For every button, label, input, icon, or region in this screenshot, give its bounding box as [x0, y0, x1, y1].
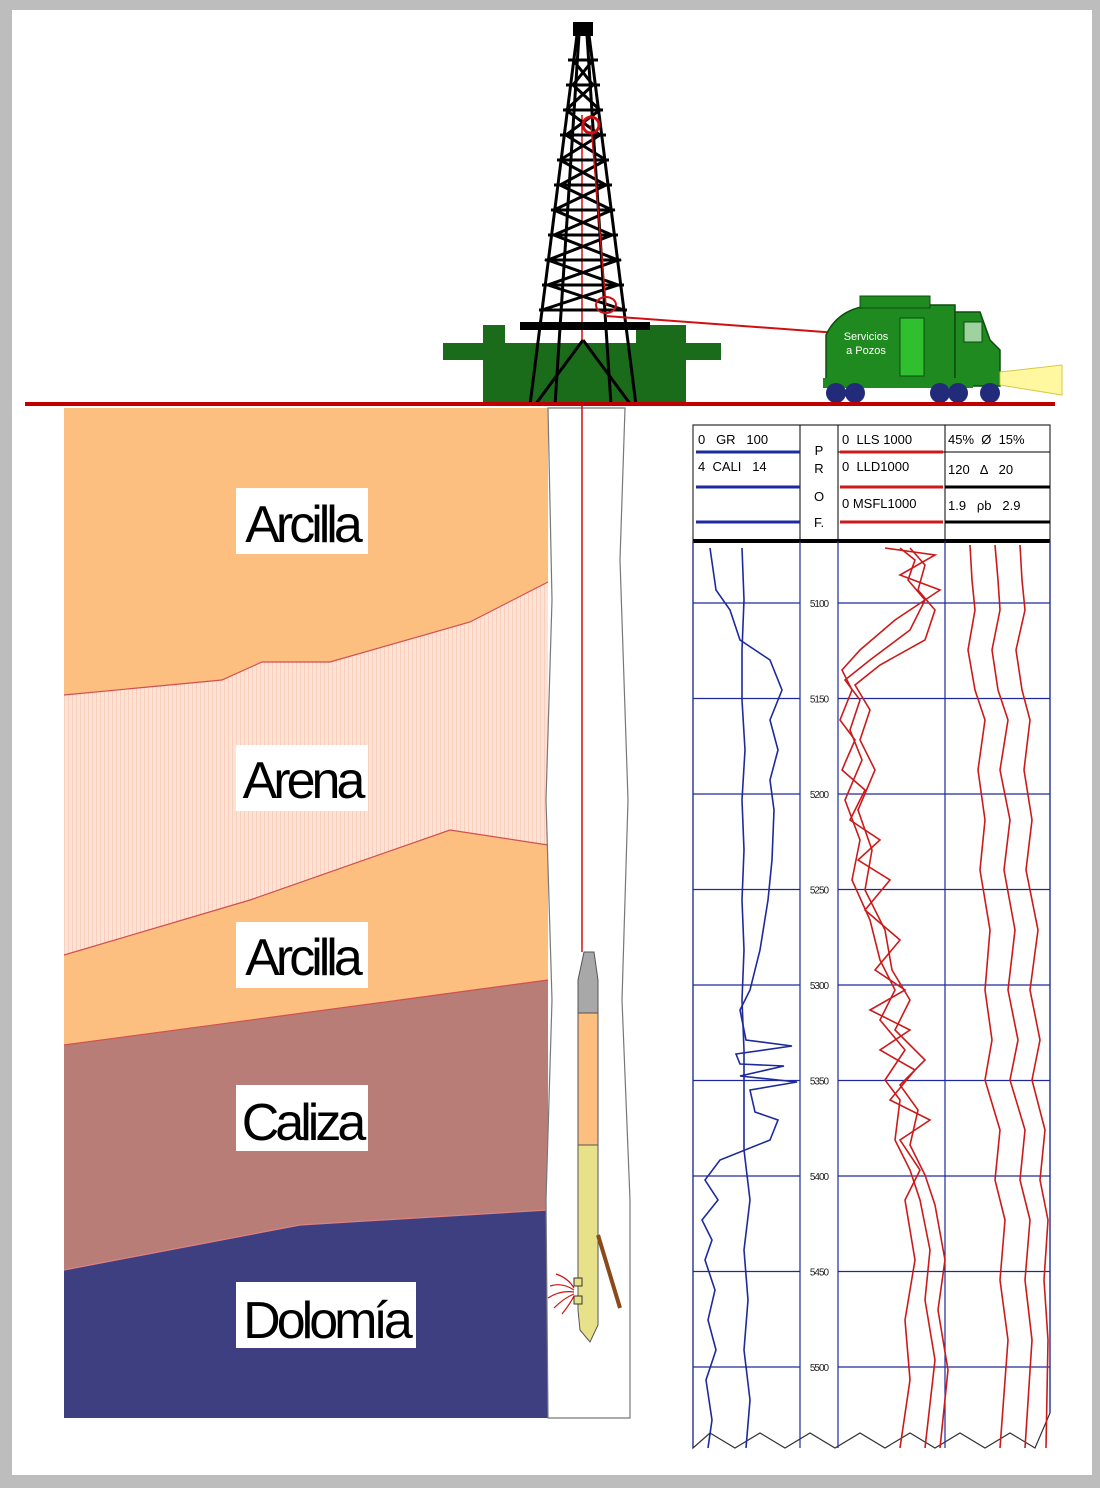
- depth-label: 5250: [810, 886, 830, 897]
- depth-label: 5500: [810, 1363, 830, 1374]
- depth-header-letter: R: [814, 461, 823, 476]
- depth-label: 5450: [810, 1268, 830, 1279]
- depth-labels: 5100 5150 5200 5250 5300 5350 5400 5450 5500: [810, 599, 831, 1374]
- depth-label: 5200: [810, 790, 830, 801]
- drilling-rig: [443, 22, 721, 406]
- surface-cable: [605, 315, 839, 334]
- log-header-lls: 0 LLS 1000: [842, 432, 912, 447]
- depth-label: 5300: [810, 981, 830, 992]
- track2-curves: [839, 547, 949, 1449]
- msfl-curve: [839, 547, 942, 1449]
- lld-curve: [853, 547, 949, 1449]
- stratum-label: Caliza: [242, 1094, 367, 1152]
- depth-header-letter: P: [815, 443, 824, 458]
- depth-header-letter: O: [814, 489, 824, 504]
- porosity-curve: [967, 544, 1009, 1449]
- stratum-label: Arcilla: [245, 496, 363, 554]
- stratum-label: Arcilla: [245, 929, 363, 987]
- track1-curves: [701, 547, 798, 1449]
- log-header-sonic: 120 Δ 20: [948, 462, 1013, 477]
- gr-curve: [701, 547, 798, 1449]
- cali-curve: [741, 547, 751, 1449]
- depth-header-letter: F.: [814, 515, 824, 530]
- borehole: [545, 407, 631, 1419]
- depth-label: 5150: [810, 695, 830, 706]
- stratum-label: Dolomía: [243, 1292, 413, 1350]
- well-log-sheet: 0 GR 100 4 CALI 14 P R O F. 0 LLS 1000 0…: [692, 424, 1051, 1450]
- strata-labels: Arcilla Arena Arcilla Caliza Dolomía: [236, 488, 417, 1350]
- logging-tool: [547, 951, 622, 1343]
- log-header-lld: 0 LLD1000: [842, 459, 909, 474]
- subsurface-strata: [63, 408, 549, 1418]
- depth-label: 5350: [810, 1077, 830, 1088]
- track3-curves: [967, 544, 1049, 1449]
- truck-label: Servicios: [844, 331, 889, 343]
- truck-label: a Pozos: [846, 345, 886, 357]
- depth-label: 5400: [810, 1172, 830, 1183]
- depth-label: 5100: [810, 599, 830, 610]
- log-header-gr: 0 GR 100: [698, 432, 768, 447]
- density-curve: [1015, 544, 1049, 1449]
- log-header-density: 1.9 ρb 2.9: [948, 498, 1020, 513]
- log-header-porosity: 45% Ø 15%: [948, 432, 1025, 447]
- sonic-curve: [991, 544, 1033, 1449]
- logging-truck: Servicios a Pozos: [823, 295, 1063, 403]
- log-header-cali: 4 CALI 14: [698, 459, 767, 474]
- signal-emission-icon: [547, 1273, 575, 1315]
- log-header-msfl: 0 MSFL1000: [842, 496, 916, 511]
- lls-curve: [843, 547, 936, 1449]
- stratum-label: Arena: [243, 752, 366, 810]
